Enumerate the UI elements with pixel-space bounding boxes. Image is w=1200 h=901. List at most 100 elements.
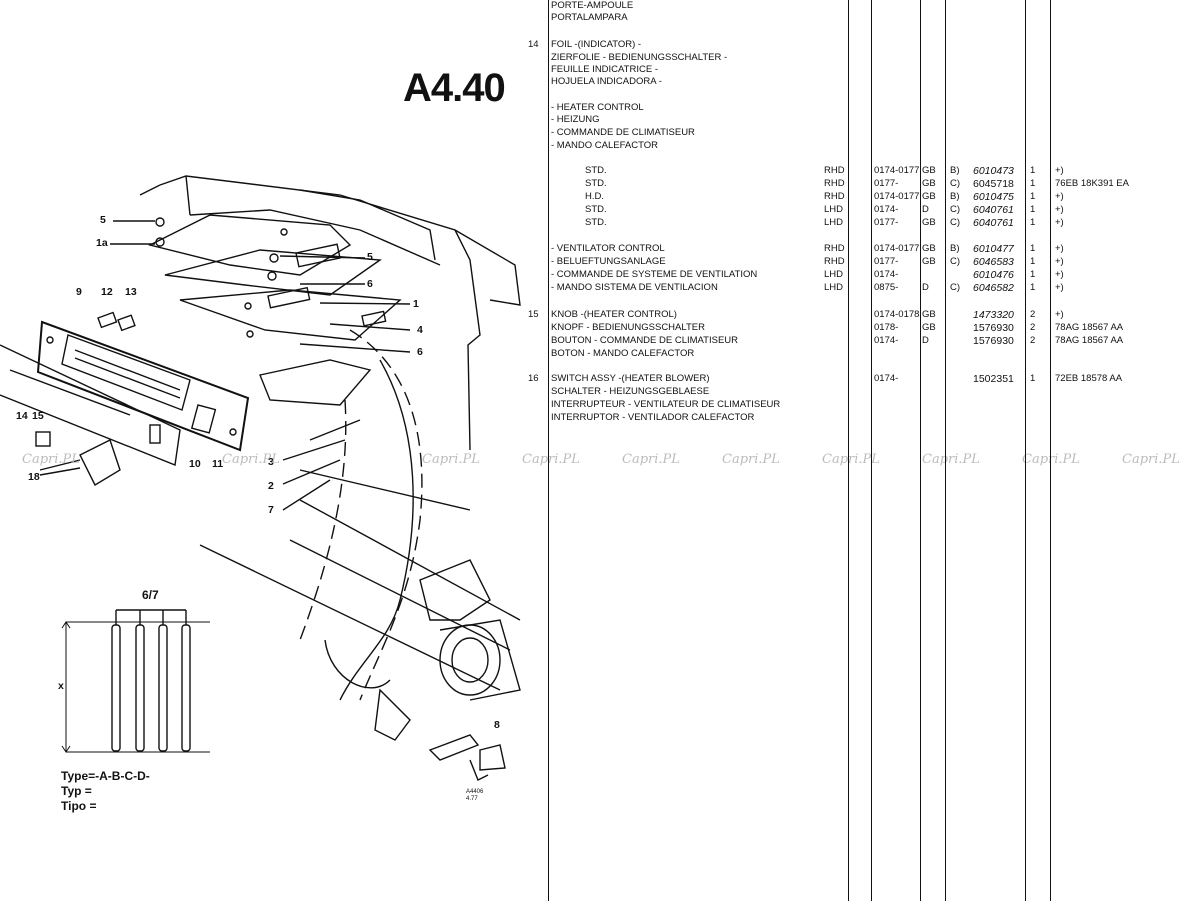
cell-cd: C) xyxy=(950,256,961,267)
exploded-parts-diagram xyxy=(0,175,521,781)
cell-date: 0174- xyxy=(874,373,899,384)
cell-desc: FOIL -(INDICATOR) - xyxy=(551,39,642,50)
cell-sub: STD. xyxy=(585,204,607,215)
cell-cd: B) xyxy=(950,165,960,176)
cell-desc: KNOPF - BEDIENUNGSSCHALTER xyxy=(551,322,705,333)
callout-label: 14 xyxy=(16,410,28,422)
cell-qty: 1 xyxy=(1030,243,1036,254)
cell-note: +) xyxy=(1055,256,1064,267)
cell-side: LHD xyxy=(824,217,844,228)
cell-note: 78AG 18567 AA xyxy=(1055,335,1124,346)
cell-sub: H.D. xyxy=(585,191,604,202)
cell-part: 1576930 xyxy=(973,322,1014,334)
cell-date: 0174- xyxy=(874,269,899,280)
cell-mkt: D xyxy=(922,204,929,215)
cell-desc: PORTE-AMPOULE xyxy=(551,0,634,11)
table-rule xyxy=(548,0,549,901)
callout-label: 15 xyxy=(32,410,44,422)
cell-mkt: D xyxy=(922,282,929,293)
watermark: Capri.PL xyxy=(222,452,280,467)
dimension-label: 6/7 xyxy=(142,588,159,602)
type-line: Typ = xyxy=(61,784,92,798)
cell-cd: C) xyxy=(950,178,961,189)
cell-qty: 1 xyxy=(1030,191,1036,202)
callout-label: 1a xyxy=(96,237,108,249)
cell-note: +) xyxy=(1055,309,1064,320)
cell-part: 6010476 xyxy=(973,269,1014,281)
callout-label: 10 xyxy=(189,458,201,470)
cell-mkt: D xyxy=(922,335,929,346)
table-rule xyxy=(945,0,946,901)
cell-cd: C) xyxy=(950,282,961,293)
cell-date: 0178- xyxy=(874,322,899,333)
cell-note: +) xyxy=(1055,243,1064,254)
watermark: Capri.PL xyxy=(922,452,980,467)
cell-item: 15 xyxy=(528,309,539,320)
cell-desc: - COMMANDE DE CLIMATISEUR xyxy=(551,127,695,138)
type-line: Tipo = xyxy=(61,799,97,813)
cell-date: 0174- xyxy=(874,335,899,346)
cell-item: 14 xyxy=(528,39,539,50)
table-rule xyxy=(1025,0,1026,901)
cell-side: RHD xyxy=(824,165,845,176)
callout-label: 8 xyxy=(494,719,500,731)
callout-label: 18 xyxy=(28,471,40,483)
cell-desc: - HEIZUNG xyxy=(551,114,600,125)
cell-qty: 1 xyxy=(1030,373,1036,384)
callout-label: 5 xyxy=(367,251,373,263)
cell-qty: 1 xyxy=(1030,217,1036,228)
cell-desc: - MANDO CALEFACTOR xyxy=(551,140,658,151)
cell-cd: C) xyxy=(950,204,961,215)
watermark: Capri.PL xyxy=(1122,452,1180,467)
cell-qty: 1 xyxy=(1030,178,1036,189)
cell-note: +) xyxy=(1055,165,1064,176)
cell-date: 0174-0177 xyxy=(874,243,920,254)
cell-mkt: GB xyxy=(922,243,936,254)
cell-mkt: GB xyxy=(922,191,936,202)
cell-desc: - VENTILATOR CONTROL xyxy=(551,243,665,254)
cell-date: 0177- xyxy=(874,178,899,189)
callout-label: 9 xyxy=(76,286,82,298)
cell-qty: 1 xyxy=(1030,282,1036,293)
cell-side: RHD xyxy=(824,191,845,202)
callout-label: 5 xyxy=(100,214,106,226)
cell-sub: STD. xyxy=(585,217,607,228)
cell-desc: INTERRUPTOR - VENTILADOR CALEFACTOR xyxy=(551,412,755,423)
cell-part: 6040761 xyxy=(973,217,1014,229)
cell-date: 0875- xyxy=(874,282,899,293)
cell-desc: - COMMANDE DE SYSTEME DE VENTILATION xyxy=(551,269,758,280)
table-rule xyxy=(1050,0,1051,901)
cell-desc: - MANDO SISTEMA DE VENTILACION xyxy=(551,282,718,293)
cell-desc: KNOB -(HEATER CONTROL) xyxy=(551,309,677,320)
watermark: Capri.PL xyxy=(522,452,580,467)
cell-mkt: GB xyxy=(922,256,936,267)
cell-qty: 1 xyxy=(1030,165,1036,176)
cell-part: 6010473 xyxy=(973,165,1014,177)
cell-date: 0174- xyxy=(874,204,899,215)
cell-desc: BOUTON - COMMANDE DE CLIMATISEUR xyxy=(551,335,739,346)
callout-label: 6 xyxy=(367,278,373,290)
callout-label: 4 xyxy=(417,324,423,336)
cell-qty: 2 xyxy=(1030,335,1036,346)
callout-label: 7 xyxy=(268,504,274,516)
callout-label: 1 xyxy=(413,298,419,310)
cell-side: LHD xyxy=(824,204,844,215)
drawing-number-code: A4406 xyxy=(466,789,484,795)
cell-note: 72EB 18578 AA xyxy=(1055,373,1123,384)
cell-desc: HOJUELA INDICADORA - xyxy=(551,76,662,87)
cell-side: RHD xyxy=(824,243,845,254)
cell-cd: B) xyxy=(950,243,960,254)
cell-side: RHD xyxy=(824,178,845,189)
cell-date: 0177- xyxy=(874,217,899,228)
cell-side: LHD xyxy=(824,269,844,280)
cell-note: +) xyxy=(1055,204,1064,215)
cell-part: 6046582 xyxy=(973,282,1014,294)
table-rule xyxy=(848,0,849,901)
callout-label: 6 xyxy=(417,346,423,358)
cell-mkt: GB xyxy=(922,178,936,189)
cell-mkt: GB xyxy=(922,217,936,228)
cell-desc: SWITCH ASSY -(HEATER BLOWER) xyxy=(551,373,710,384)
type-line: Type=-A-B-C-D- xyxy=(61,769,150,783)
cell-desc: ZIERFOLIE - BEDIENUNGSSCHALTER - xyxy=(551,52,728,63)
drawing-number-date: 4.77 xyxy=(466,796,478,802)
